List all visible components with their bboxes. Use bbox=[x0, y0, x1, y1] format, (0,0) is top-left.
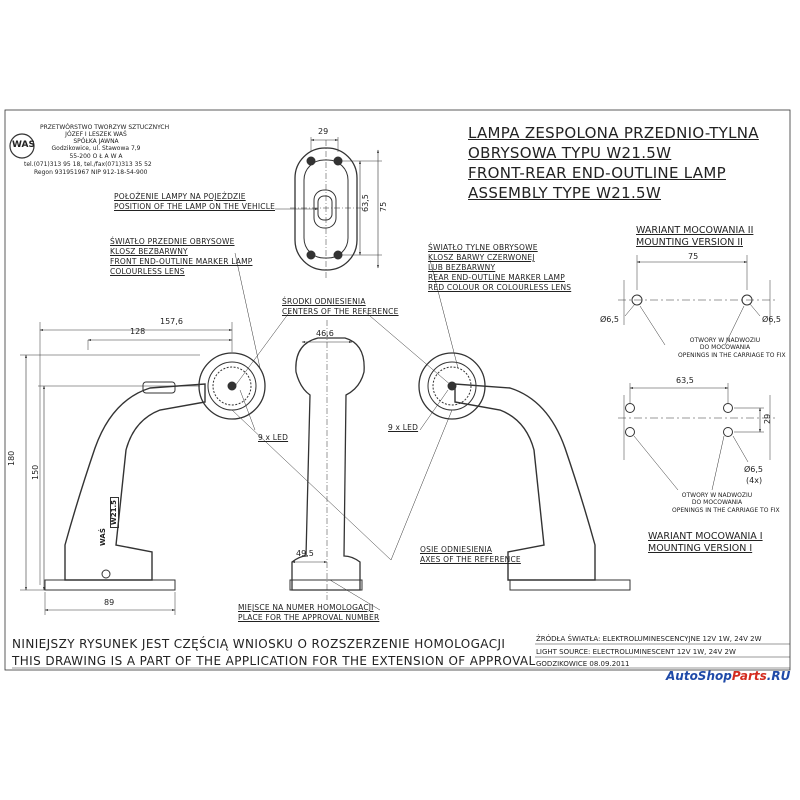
source-line-en: LIGHT SOURCE: ELECTROLUMINESCENT 12V 1W,… bbox=[536, 648, 736, 656]
mounting-version-2-diagram bbox=[618, 255, 775, 346]
dim-150: 150 bbox=[31, 464, 40, 480]
title-line-4: ASSEMBLY TYPE W21.5W bbox=[468, 184, 661, 202]
dim-63-5: 63,5 bbox=[361, 194, 370, 212]
rear-light-line-2: KLOSZ BARWY CZERWONEJ bbox=[428, 253, 535, 262]
rear-light-line-1: ŚWIATŁO TYLNE OBRYSOWE bbox=[428, 243, 538, 252]
variant-2-title-en: MOUNTING VERSION II bbox=[636, 237, 743, 248]
company-logo bbox=[9, 133, 35, 159]
centers-label-en: CENTERS OF THE REFERENCE bbox=[282, 307, 399, 316]
variant-2-title-pl: WARIANT MOCOWANIA II bbox=[636, 225, 754, 236]
rear-light-line-5: RED COLOUR OR COLOURLESS LENS bbox=[428, 283, 572, 292]
front-light-line-1: ŚWIATŁO PRZEDNIE OBRYSOWE bbox=[110, 237, 235, 246]
centers-label-pl: ŚRODKI ODNIESIENIA bbox=[282, 297, 366, 306]
lamp-top-view bbox=[290, 137, 382, 278]
dim-180: 180 bbox=[7, 450, 16, 466]
dim-46-6: 46,6 bbox=[316, 329, 334, 338]
company-name-line-2: JÓZEF I LESZEK WAŚ bbox=[65, 131, 127, 138]
dim-128: 128 bbox=[130, 327, 146, 336]
watermark: AutoShopParts.RU bbox=[666, 670, 790, 682]
watermark-part-3: .RU bbox=[766, 669, 791, 683]
front-light-line-2: KLOSZ BEZBARWNY bbox=[110, 247, 188, 256]
title-line-3: FRONT-REAR END-OUTLINE LAMP bbox=[468, 164, 726, 182]
variant-1-note-3: OPENINGS IN THE CARRIAGE TO FIX bbox=[672, 507, 780, 514]
company-logo-text: WAS bbox=[12, 140, 35, 150]
rear-light-line-4: REAR END-OUTLINE MARKER LAMP bbox=[428, 273, 565, 282]
variant-1-title-en: MOUNTING VERSION I bbox=[648, 543, 753, 554]
rear-light-line-3: LUB BEZBARWNY bbox=[428, 263, 496, 272]
title-line-2: OBRYSOWA TYPU W21.5W bbox=[468, 144, 672, 162]
approval-place-en: PLACE FOR THE APPROVAL NUMBER bbox=[238, 613, 380, 622]
variant-1-hole: Ø6,5 bbox=[744, 465, 764, 474]
variant-1-title-pl: WARIANT MOCOWANIA I bbox=[648, 531, 763, 542]
led-label-left: 9 x LED bbox=[258, 433, 289, 442]
variant-1-note-2: DO MOCOWANIA bbox=[691, 499, 743, 506]
watermark-part-2: Parts bbox=[731, 669, 767, 683]
dim-75: 75 bbox=[379, 201, 388, 212]
front-light-line-3: FRONT END-OUTLINE MARKER LAMP bbox=[110, 257, 253, 266]
stamp-model: W21.5 bbox=[110, 497, 119, 528]
company-name-line-3: SPÓŁKA JAWNA bbox=[73, 138, 119, 145]
company-contact-line-2: Regon 931951967 NIP 912-18-54-900 bbox=[34, 169, 148, 176]
watermark-part-1: AutoShop bbox=[666, 669, 732, 683]
dim-157-6: 157,6 bbox=[160, 317, 183, 326]
approval-place-pl: MIEJSCE NA NUMER HOMOLOGACJI bbox=[238, 603, 374, 612]
dim-49-5: 49,5 bbox=[296, 549, 314, 558]
variant-1-dim-63-5: 63,5 bbox=[676, 376, 694, 385]
variant-2-hole-left: Ø6,5 bbox=[600, 315, 620, 324]
lamp-front-view bbox=[289, 320, 365, 600]
source-line-pl: ŹRÓDŁA ŚWIATŁA: ELEKTROLUMINESCENCYJNE 1… bbox=[536, 635, 762, 643]
drawing-frame bbox=[4, 109, 791, 671]
company-address-line-2: 55-200 O Ł A W A bbox=[69, 153, 123, 160]
source-date: GODZIKOWICE 08.09.2011 bbox=[536, 660, 630, 668]
stamp-brand: WAŚ bbox=[99, 528, 107, 546]
variant-2-note-3: OPENINGS IN THE CARRIAGE TO FIX bbox=[678, 352, 786, 359]
lamp-side-view-left bbox=[44, 352, 266, 591]
variant-2-hole-right: Ø6,5 bbox=[762, 315, 782, 324]
title-line-1: LAMPA ZESPOLONA PRZEDNIO-TYLNA bbox=[468, 124, 759, 142]
company-address-line-1: Godzikowice, ul. Stawowa 7,9 bbox=[51, 145, 141, 152]
variant-1-dim-29: 29 bbox=[763, 413, 772, 424]
mounting-version-1-diagram bbox=[618, 383, 775, 491]
company-name-line-1: PRZETWÓRSTWO TWORZYW SZTUCZNYCH bbox=[40, 124, 170, 131]
notice-en: THIS DRAWING IS A PART OF THE APPLICATIO… bbox=[12, 654, 536, 668]
position-label-en: POSITION OF THE LAMP ON THE VEHICLE bbox=[114, 202, 276, 211]
axes-label-pl: OSIE ODNIESIENIA bbox=[420, 545, 493, 554]
front-light-line-4: COLOURLESS LENS bbox=[110, 267, 185, 276]
variant-2-note-2: DO MOCOWANIA bbox=[699, 344, 751, 351]
variant-2-note-1: OTWORY W NADWOZIU bbox=[689, 337, 761, 344]
notice-pl: NINIEJSZY RYSUNEK JEST CZĘŚCIĄ WNIOSKU O… bbox=[12, 637, 506, 651]
variant-1-note-1: OTWORY W NADWOZIU bbox=[681, 492, 753, 499]
variant-1-hole-count: (4x) bbox=[746, 476, 763, 485]
lamp-side-view-right bbox=[418, 352, 631, 591]
variant-2-dim-75: 75 bbox=[688, 252, 699, 261]
company-contact-line-1: tel.(071)313 95 18, tel./fax(071)313 35 … bbox=[24, 161, 152, 168]
position-label-pl: POŁOŻENIE LAMPY NA POJEŹDZIE bbox=[114, 192, 246, 201]
axes-label-en: AXES OF THE REFERENCE bbox=[420, 555, 521, 564]
dim-29: 29 bbox=[318, 127, 329, 136]
dim-89: 89 bbox=[104, 598, 115, 607]
led-label-right: 9 x LED bbox=[388, 423, 419, 432]
